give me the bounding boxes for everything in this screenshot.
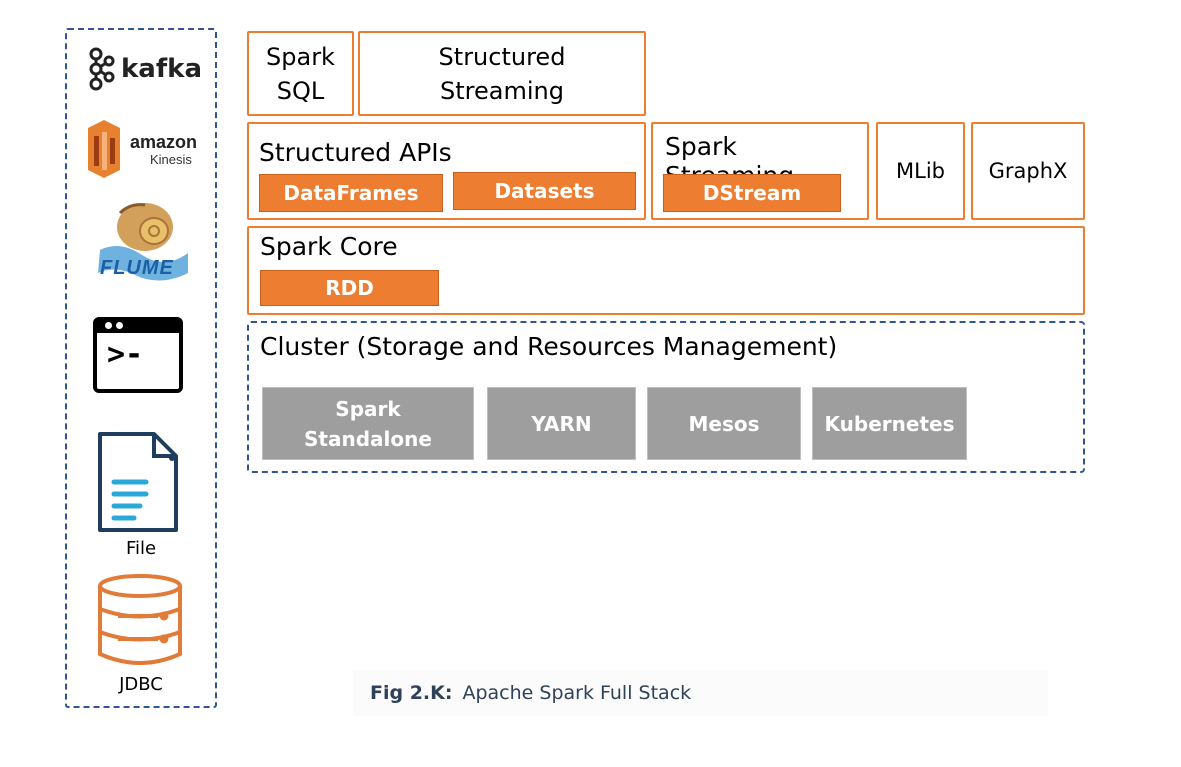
kafka-logo: kafka <box>86 46 202 92</box>
graphx-box: GraphX <box>971 122 1085 220</box>
structured-streaming-box: Structured Streaming <box>358 31 646 116</box>
kafka-label: kafka <box>121 54 202 84</box>
spark-core-box: Spark Core RDD <box>247 226 1085 315</box>
yarn-button: YARN <box>487 387 636 460</box>
mesos-button: Mesos <box>647 387 801 460</box>
spark-sql-label: Spark SQL <box>266 42 335 105</box>
flume-label: FLUME <box>100 257 174 279</box>
data-sources-panel <box>65 28 217 708</box>
rdd-button: RDD <box>260 270 439 306</box>
caption-label: Fig 2.K: <box>370 682 453 704</box>
dataframes-button: DataFrames <box>259 174 443 212</box>
file-icon <box>96 430 180 534</box>
terminal-icon: >- <box>93 317 183 393</box>
mlib-box: MLib <box>876 122 965 220</box>
cluster-title: Cluster (Storage and Resources Managemen… <box>260 332 838 361</box>
cluster-panel: Cluster (Storage and Resources Managemen… <box>247 321 1085 473</box>
spark-sql-box: Spark SQL <box>247 31 354 116</box>
kubernetes-button: Kubernetes <box>812 387 967 460</box>
figure-caption: Fig 2.K: Apache Spark Full Stack <box>353 670 1048 716</box>
structured-apis-box: Structured APIs DataFrames Datasets <box>247 122 646 220</box>
kinesis-amazon-text: amazon <box>130 132 198 152</box>
kafka-icon <box>89 47 115 91</box>
graphx-label: GraphX <box>988 159 1068 183</box>
caption-text: Apache Spark Full Stack <box>462 682 692 704</box>
flume-logo: FLUME <box>90 195 195 287</box>
spark-core-title: Spark Core <box>260 232 398 261</box>
jdbc-label: JDBC <box>119 674 163 695</box>
datasets-button: Datasets <box>453 172 636 210</box>
spark-streaming-box: Spark Streaming DStream <box>651 122 869 220</box>
mlib-label: MLib <box>896 159 945 183</box>
spark-standalone-button: Spark Standalone <box>262 387 474 460</box>
terminal-prompt: >- <box>107 337 144 372</box>
kinesis-icon <box>88 120 120 178</box>
dstream-button: DStream <box>663 174 841 212</box>
structured-streaming-label: Structured Streaming <box>438 42 566 105</box>
kinesis-label: Kinesis <box>150 152 192 167</box>
file-label: File <box>125 538 157 559</box>
database-icon <box>94 572 186 668</box>
kinesis-logo: amazon Kinesis <box>80 120 200 178</box>
flume-icon <box>98 203 188 281</box>
structured-apis-title: Structured APIs <box>259 138 452 167</box>
